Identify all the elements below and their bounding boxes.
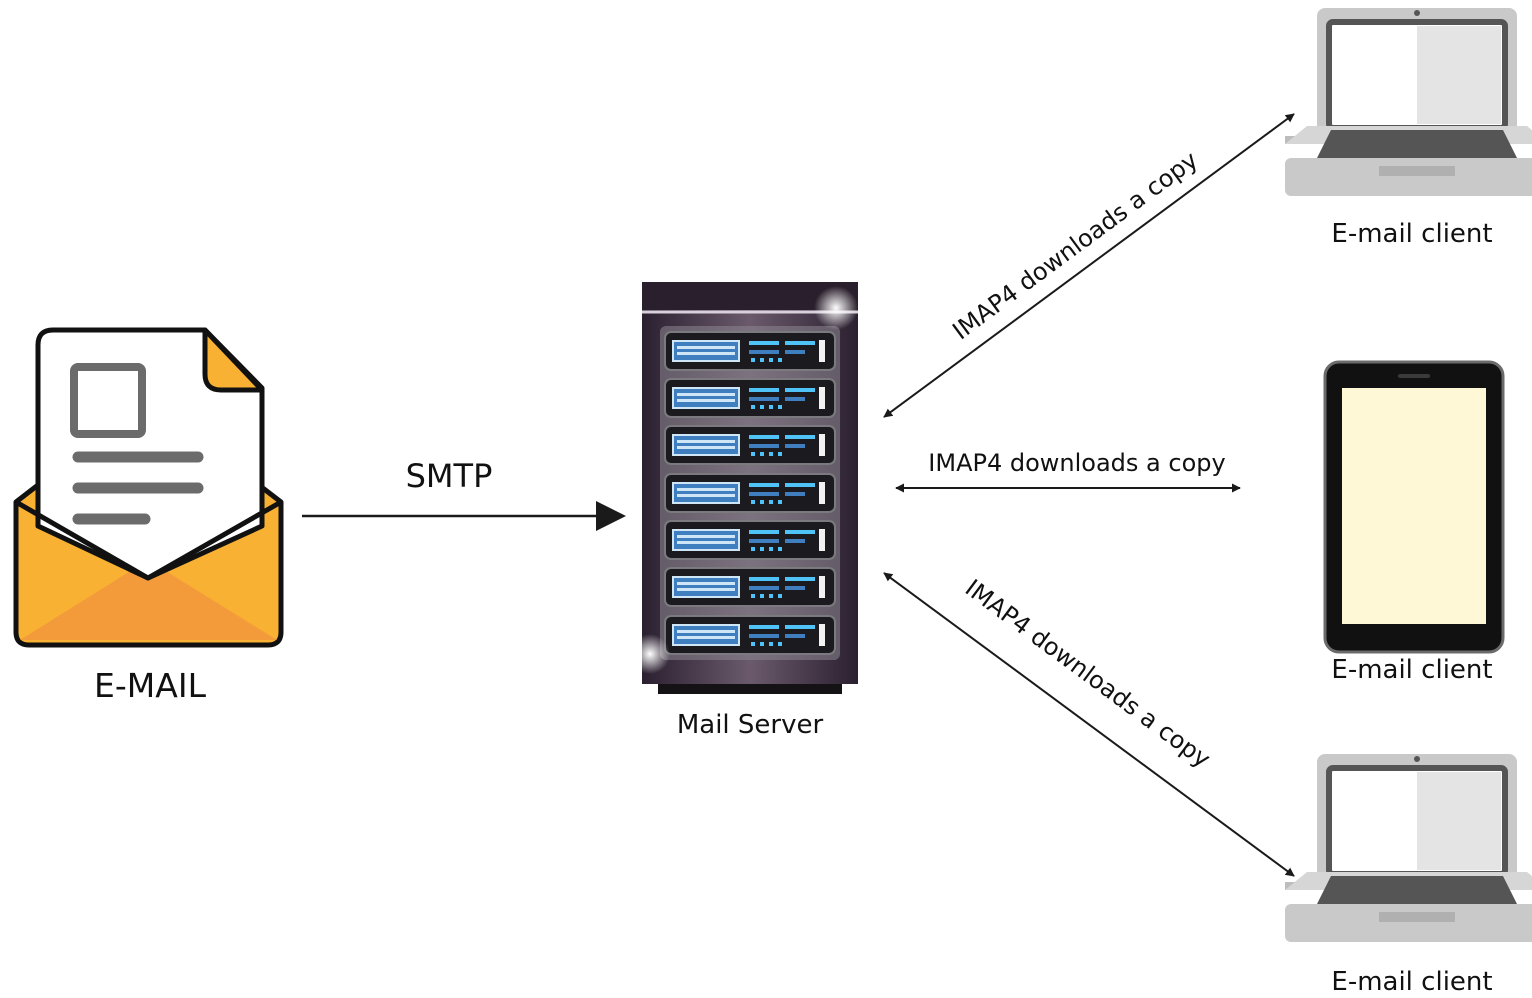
email-label: E-MAIL bbox=[94, 666, 207, 705]
tablet-icon bbox=[1323, 360, 1505, 654]
imap-label-top: IMAP4 downloads a copy bbox=[947, 146, 1203, 345]
smtp-label: SMTP bbox=[406, 457, 493, 495]
server-rack-icon bbox=[630, 282, 858, 694]
client-top-label: E-mail client bbox=[1331, 219, 1492, 249]
envelope-document-icon bbox=[13, 327, 284, 648]
imap-label-bottom: IMAP4 downloads a copy bbox=[960, 574, 1216, 773]
client-bottom-label: E-mail client bbox=[1331, 967, 1492, 997]
mail-server-label: Mail Server bbox=[677, 710, 824, 740]
laptop-icon bbox=[1285, 8, 1532, 196]
imap-label-middle: IMAP4 downloads a copy bbox=[928, 449, 1225, 477]
client-middle-label: E-mail client bbox=[1331, 655, 1492, 685]
laptop-icon bbox=[1285, 754, 1532, 942]
imap-arrow-bottom bbox=[883, 572, 1295, 877]
imap-arrow-top bbox=[883, 113, 1295, 418]
